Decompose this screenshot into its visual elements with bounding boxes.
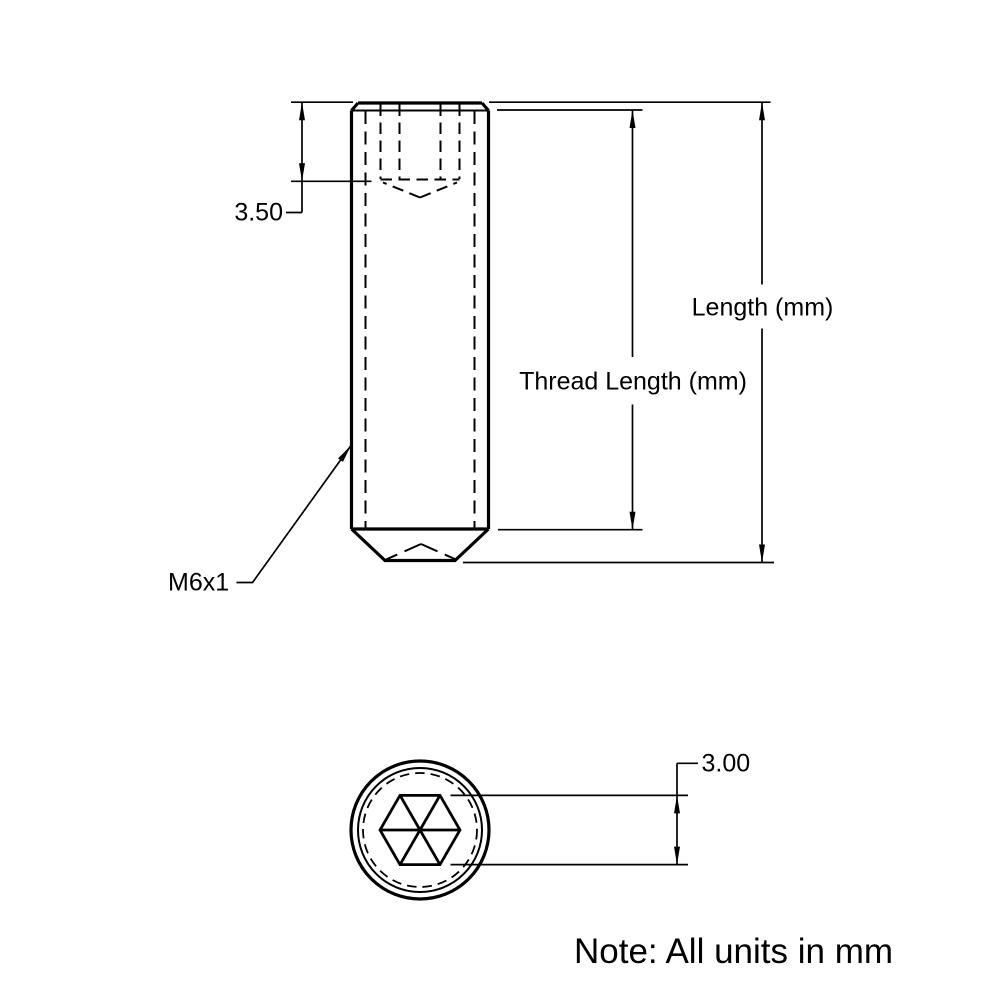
thread-callout-label: M6x1 (168, 569, 229, 597)
dim-hex-size: 3.00 (450, 750, 751, 866)
leader-line (236, 445, 352, 584)
thread-length-label: Thread Length (mm) (519, 368, 747, 396)
chamfer-corner-edges (350, 101, 490, 112)
arrowhead-up-icon (674, 795, 680, 814)
arrowhead-down-icon (759, 544, 765, 563)
arrowhead-down-icon (299, 163, 305, 182)
length-label: Length (mm) (692, 294, 834, 322)
dim-thread-length: Thread Length (mm) (497, 109, 747, 531)
socket-corner-hidden-lines (379, 104, 461, 179)
socket-drill-point-hidden-lines (382, 181, 458, 199)
hex-socket-diagonals (380, 794, 460, 866)
cup-point-tip (350, 527, 490, 563)
thread-minor-hidden-lines (364, 111, 476, 528)
tip-chamfer-outline (350, 527, 490, 563)
hex-size-value: 3.00 (702, 750, 751, 778)
dimension-and-leader-line (676, 762, 698, 865)
major-diameter-circle (349, 759, 491, 901)
cup-cone-hidden-lines (385, 543, 457, 561)
socket-depth-value: 3.50 (234, 199, 283, 227)
dim-socket-depth: 3.50 (234, 101, 372, 227)
dimension-and-leader-line (286, 102, 303, 214)
units-note: Note: All units in mm (574, 932, 893, 971)
side-view (349, 101, 491, 563)
leader-arrowhead-icon (338, 445, 351, 462)
arrowhead-up-icon (629, 110, 636, 128)
chamfer-circle (357, 767, 483, 893)
hex-socket-hidden-lines (379, 104, 461, 199)
bottom-view (349, 759, 491, 901)
thread-callout: M6x1 (168, 445, 352, 597)
arrowhead-up-icon (299, 102, 305, 121)
top-chamfer (350, 101, 490, 112)
dim-length: Length (mm) (463, 101, 834, 564)
arrowhead-down-icon (674, 846, 680, 865)
arrowhead-up-icon (759, 102, 765, 121)
arrowhead-down-icon (629, 511, 636, 530)
screw-body-outline (349, 110, 491, 531)
thread-minor-dashed-circle (362, 772, 478, 888)
